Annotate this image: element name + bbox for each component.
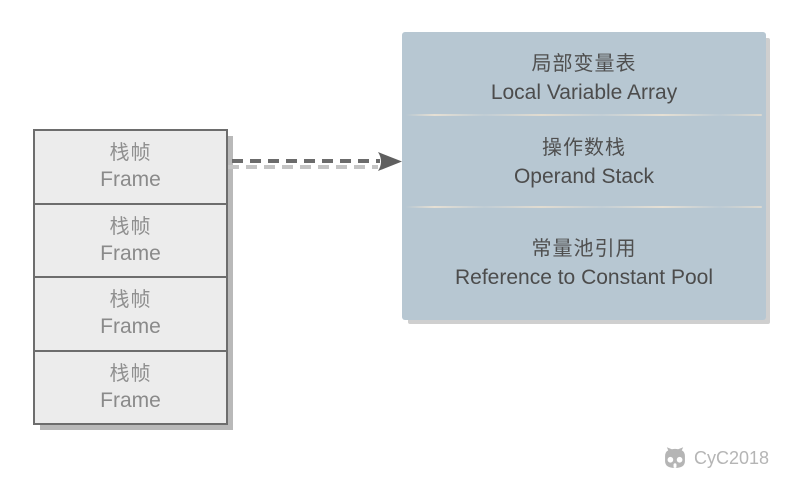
stack-frame: 栈帧 Frame <box>35 131 226 205</box>
frame-label-zh: 栈帧 <box>109 215 152 238</box>
section-label-en: Local Variable Array <box>490 81 678 104</box>
dashed-arrow <box>228 152 402 171</box>
frame-label-en: Frame <box>100 168 161 192</box>
section-label-zh: 常量池引用 <box>531 238 637 260</box>
section-local-variable-array: 局部变量表 Local Variable Array <box>402 51 766 108</box>
section-operand-stack: 操作数栈 Operand Stack <box>402 135 766 192</box>
frame-label-zh: 栈帧 <box>109 362 152 385</box>
frame-label-zh: 栈帧 <box>109 289 152 312</box>
watermark-label: CyC2018 <box>694 448 770 468</box>
frame-detail-box: 局部变量表 Local Variable Array 操作数栈 Operand … <box>402 32 766 320</box>
frame-label-en: Frame <box>100 388 161 412</box>
octocat-icon <box>665 447 685 468</box>
section-label-en: Operand Stack <box>513 165 655 188</box>
stack-frame: 栈帧 Frame <box>35 278 226 352</box>
section-label-zh: 局部变量表 <box>531 53 637 75</box>
watermark: CyC2018 <box>662 447 769 470</box>
stack-frame-list: 栈帧 Frame 栈帧 Frame 栈帧 Frame 栈帧 Frame <box>33 129 228 425</box>
frame-label-en: Frame <box>100 241 161 265</box>
section-divider <box>406 114 762 116</box>
stack-frame: 栈帧 Frame <box>35 352 226 424</box>
section-label-en: Reference to Constant Pool <box>455 266 713 289</box>
section-constant-pool-reference: 常量池引用 Reference to Constant Pool <box>402 236 766 293</box>
frame-label-zh: 栈帧 <box>109 142 152 165</box>
section-label-zh: 操作数栈 <box>542 137 626 159</box>
section-divider <box>406 206 762 208</box>
stack-frame: 栈帧 Frame <box>35 205 226 278</box>
frame-label-en: Frame <box>100 315 161 339</box>
